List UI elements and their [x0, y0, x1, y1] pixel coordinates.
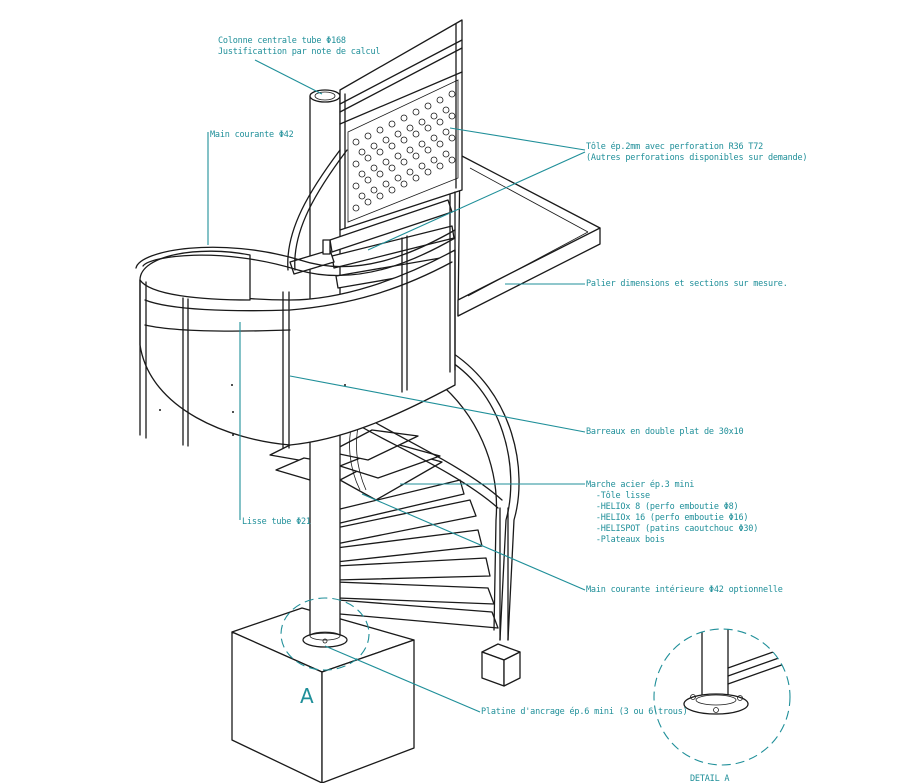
label-platine: Platine d'ancrage ép.6 mini (3 ou 6 trou… — [481, 707, 688, 717]
stringer-foot-block — [481, 643, 521, 687]
concrete-block — [231, 607, 415, 783]
label-palier: Palier dimensions et sections sur mesure… — [586, 279, 788, 289]
label-tole-perforee: Tôle ép.2mm avec perforation R36 T72 (Au… — [586, 142, 808, 163]
label-marche: Marche acier ép.3 mini -Tôle lisse -HELI… — [586, 480, 759, 545]
landing — [457, 154, 601, 317]
label-main-courante-interieure: Main courante intérieure Φ42 optionnelle — [586, 585, 783, 595]
detail-a — [653, 628, 791, 766]
callout-leaders — [207, 59, 586, 713]
label-colonne-centrale: Colonne centrale tube Φ168 Justificattio… — [218, 36, 381, 57]
detail-a-marker — [280, 597, 370, 671]
curved-guard-panel — [135, 191, 456, 449]
spiral-steps — [269, 429, 499, 629]
detail-marker-letter: A — [300, 684, 314, 708]
perforated-sheet — [352, 90, 456, 212]
label-main-courante: Main courante Φ42 — [210, 130, 294, 140]
upper-guard-panel — [339, 19, 463, 231]
upper-steps — [289, 199, 455, 289]
main-handrail — [287, 149, 348, 271]
label-barreaux: Barreaux en double plat de 30x10 — [586, 427, 744, 437]
label-lisse: Lisse tube Φ21 — [242, 517, 311, 527]
detail-a-title: DETAIL A — [690, 774, 730, 783]
